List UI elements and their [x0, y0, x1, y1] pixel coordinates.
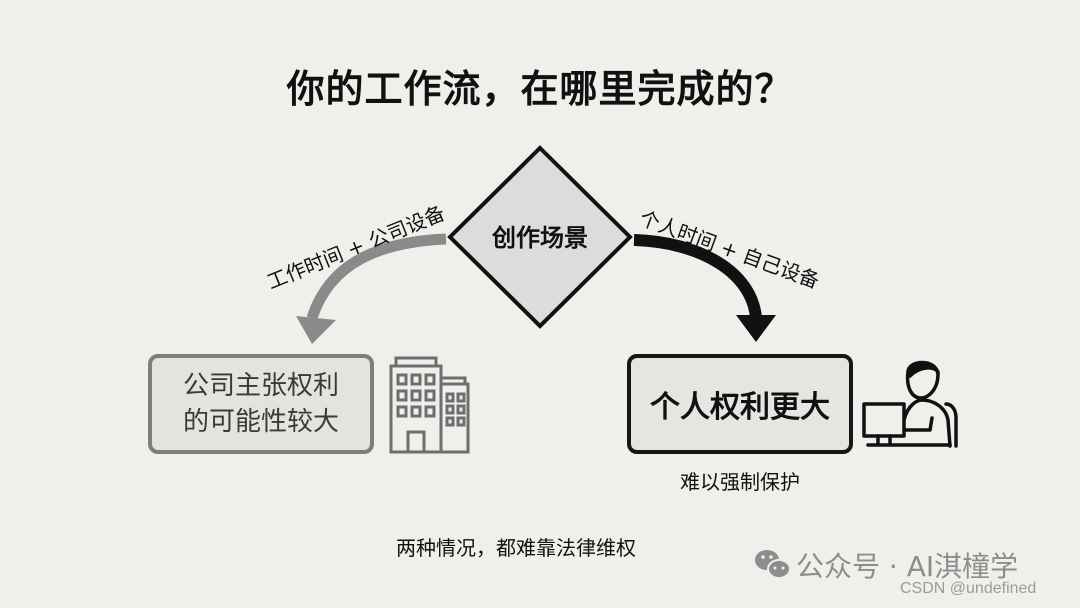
personal-rights-box: 个人权利更大	[627, 354, 853, 454]
csdn-credit: CSDN @undefined	[900, 580, 1037, 597]
page-title: 你的工作流，在哪里完成的？	[286, 67, 794, 111]
person-at-computer-icon	[862, 360, 958, 448]
office-building-icon	[389, 356, 470, 454]
right-arrow	[633, 234, 776, 342]
decision-label: 创作场景	[492, 224, 588, 252]
wechat-icon	[755, 550, 791, 579]
company-claim-box: 公司主张权利 的可能性较大	[148, 354, 374, 454]
left-arrow	[296, 233, 447, 344]
bottom-conclusion: 两种情况，都难靠法律维权	[396, 536, 636, 560]
company-claim-line2: 的可能性较大	[182, 407, 339, 437]
hard-to-protect-note: 难以强制保护	[680, 470, 800, 494]
company-claim-line1: 公司主张权利	[182, 371, 339, 401]
personal-rights-label: 个人权利更大	[650, 390, 830, 425]
watermark-text: 公众号 · AI淇橦学	[796, 550, 1019, 583]
decision-diamond	[447, 145, 633, 329]
